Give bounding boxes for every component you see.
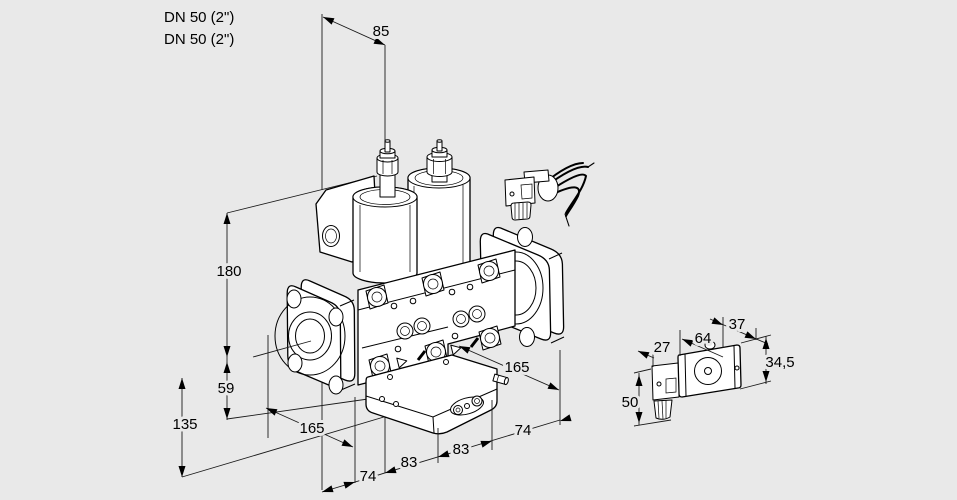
dim-34-5: 34,5 <box>765 354 794 371</box>
flow-direction-icon <box>396 337 480 369</box>
drawing-labels: DN 50 (2") DN 50 (2") 85 180 59 135 165 … <box>161 6 798 488</box>
valve-body <box>357 249 516 386</box>
port-size-label-1: DN 50 (2") <box>164 9 234 26</box>
dim-165-right: 165 <box>504 359 529 376</box>
side-view-gland <box>653 399 673 420</box>
housing-connector-face <box>450 395 484 416</box>
dim-59: 59 <box>218 380 235 397</box>
dim-74-right: 74 <box>515 422 532 439</box>
flange-bolt-hole <box>517 227 533 247</box>
dimension-lines <box>178 13 772 496</box>
flange-bolt-hole <box>287 353 303 373</box>
port-size-label-2: DN 50 (2") <box>164 31 234 48</box>
cable-gland <box>510 201 532 221</box>
inlet-flange <box>274 279 356 395</box>
dim-135: 135 <box>172 416 197 433</box>
dim-180: 180 <box>216 263 241 280</box>
dim-64: 64 <box>695 330 712 347</box>
dim-74-left: 74 <box>360 468 377 485</box>
side-view-plug <box>651 362 680 401</box>
flange-bolt-hole <box>519 327 535 347</box>
dim-27: 27 <box>654 339 671 356</box>
solenoid-coil-left <box>352 139 418 284</box>
test-nipple <box>492 373 509 386</box>
flange-bolt-hole <box>328 307 344 327</box>
cable-plug-assembly <box>504 162 595 227</box>
body-bolts-top <box>365 258 501 310</box>
coil-left-armature <box>376 139 399 198</box>
dimension-arrows <box>178 13 770 496</box>
flange-bolt-hole <box>286 289 302 309</box>
actuator-housing <box>365 354 509 435</box>
flange-bolt-hole <box>328 375 344 395</box>
body-face-fittings <box>390 283 486 353</box>
dim-85: 85 <box>373 23 390 40</box>
dim-165-left: 165 <box>299 420 324 437</box>
din-plug <box>504 176 536 207</box>
side-view-assembly <box>651 337 742 420</box>
dim-83-a: 83 <box>401 454 418 471</box>
dim-37: 37 <box>729 316 746 333</box>
coil-right-armature <box>426 139 453 183</box>
dim-83-b: 83 <box>453 441 470 458</box>
dim-50: 50 <box>622 394 639 411</box>
